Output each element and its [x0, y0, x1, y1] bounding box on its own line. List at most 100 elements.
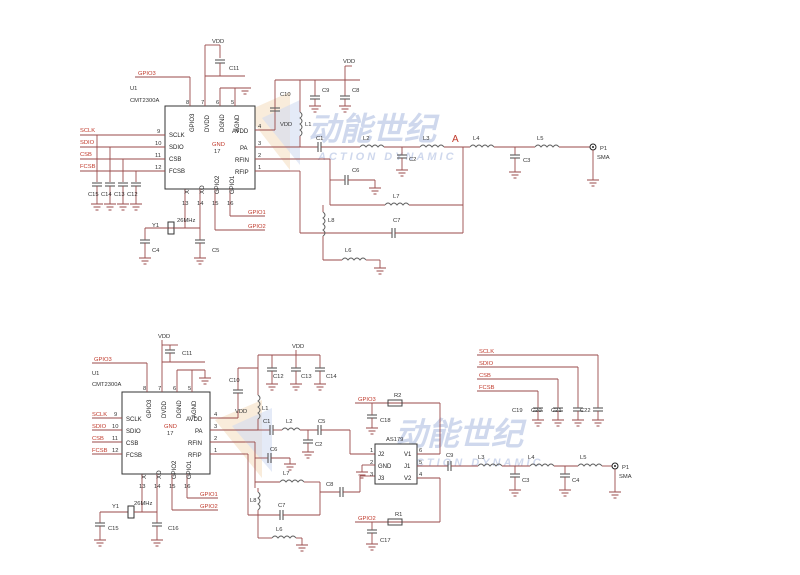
chip-ref: U1: [130, 86, 137, 92]
svg-text:13: 13: [139, 484, 145, 490]
svg-text:GPIO3: GPIO3: [147, 399, 153, 418]
svg-text:VDD: VDD: [235, 409, 247, 415]
svg-text:CSB: CSB: [169, 157, 181, 163]
avdd-network-top: C10 VDD L1 VDD C9 C8: [270, 59, 360, 147]
svg-text:C11: C11: [182, 351, 192, 357]
svg-text:GPIO2: GPIO2: [200, 504, 218, 510]
watermark-cn: 动能世纪: [308, 111, 440, 147]
svg-text:GND: GND: [164, 424, 177, 430]
svg-text:1: 1: [214, 448, 217, 454]
rx-network-top: C6 L7 C7 L8 L6: [290, 147, 464, 275]
svg-text:V2: V2: [404, 476, 412, 482]
spi-caps-top: C15 C14 C13 C12: [88, 135, 142, 211]
svg-text:SCLK: SCLK: [92, 412, 107, 418]
svg-text:C4: C4: [152, 248, 160, 254]
svg-text:C7: C7: [278, 503, 285, 509]
svg-text:7: 7: [201, 100, 204, 106]
pa-chain-top: C1 L2 L3 L4 L5 P1 SMA A C2: [300, 134, 610, 187]
svg-text:L6: L6: [345, 248, 351, 254]
svg-text:4: 4: [419, 472, 423, 478]
svg-text:9: 9: [114, 412, 117, 418]
svg-text:C1: C1: [263, 419, 270, 425]
svg-text:AVDD: AVDD: [232, 129, 249, 135]
svg-text:4: 4: [214, 412, 218, 418]
svg-text:XI: XI: [185, 188, 191, 194]
svg-text:SMA: SMA: [619, 474, 632, 480]
svg-text:4: 4: [258, 124, 262, 130]
svg-text:12: 12: [155, 165, 161, 171]
svg-text:L4: L4: [473, 136, 480, 142]
svg-text:C19: C19: [512, 408, 523, 414]
svg-text:L3: L3: [423, 136, 429, 142]
svg-text:L2: L2: [363, 136, 369, 142]
svg-text:GPIO2: GPIO2: [358, 516, 376, 522]
svg-text:Y1: Y1: [152, 223, 159, 229]
svg-text:C12: C12: [127, 192, 138, 198]
svg-text:C18: C18: [380, 418, 391, 424]
svg-text:3: 3: [370, 472, 373, 478]
net-sclk: SCLK: [80, 128, 95, 134]
net-sdio: SDIO: [80, 140, 95, 146]
svg-text:11: 11: [155, 153, 161, 159]
svg-text:C21: C21: [551, 408, 562, 414]
watermark-bottom: 动能世纪 ACTION DYNAMIC: [215, 400, 541, 478]
svg-text:SDIO: SDIO: [126, 429, 141, 435]
svg-text:C22: C22: [580, 408, 591, 414]
svg-text:7: 7: [158, 386, 161, 392]
svg-text:CSB: CSB: [126, 441, 138, 447]
svg-text:VDD: VDD: [292, 344, 304, 350]
svg-text:U1: U1: [92, 371, 99, 377]
svg-text:VDD: VDD: [343, 59, 355, 65]
svg-text:6: 6: [216, 100, 219, 106]
svg-text:C13: C13: [114, 192, 125, 198]
svg-text:L1: L1: [305, 122, 311, 128]
svg-text:Y1: Y1: [112, 504, 119, 510]
svg-text:L2: L2: [286, 419, 292, 425]
svg-text:PA: PA: [195, 429, 203, 435]
svg-text:C16: C16: [168, 526, 179, 532]
svg-text:12: 12: [112, 448, 118, 454]
crystal-bottom: 13 14 15 16 XI XO GPIO2 GPIO1 GPIO1 GPIO…: [94, 460, 218, 547]
svg-text:5: 5: [188, 386, 191, 392]
svg-text:CSB: CSB: [479, 373, 491, 379]
svg-text:C12: C12: [273, 374, 284, 380]
svg-text:C3: C3: [522, 478, 529, 484]
svg-text:L5: L5: [580, 455, 586, 461]
svg-text:GPIO2: GPIO2: [215, 175, 221, 194]
svg-text:C6: C6: [270, 447, 277, 453]
svg-text:C15: C15: [88, 192, 99, 198]
svg-text:RFIN: RFIN: [235, 158, 249, 164]
svg-text:15: 15: [212, 201, 218, 207]
svg-text:6: 6: [419, 448, 422, 454]
svg-text:C6: C6: [352, 168, 359, 174]
svg-text:L6: L6: [276, 527, 282, 533]
svg-text:6: 6: [173, 386, 176, 392]
svg-text:GPIO1: GPIO1: [187, 460, 193, 479]
svg-text:SMA: SMA: [597, 155, 610, 161]
svg-text:C9: C9: [322, 88, 329, 94]
svg-text:FCSB: FCSB: [126, 453, 142, 459]
svg-text:DVDD: DVDD: [205, 114, 211, 132]
svg-text:9: 9: [157, 129, 160, 135]
rx-network-bottom: C6 L7 C8 C7 L8 L6: [245, 441, 375, 552]
svg-text:GPIO1: GPIO1: [230, 175, 236, 194]
svg-text:AS179: AS179: [386, 437, 403, 443]
svg-text:2: 2: [370, 460, 373, 466]
crystal-top: 13 14 15 16 XI XO GPIO2 GPIO1 GPIO1 GPIO…: [139, 175, 266, 265]
svg-text:GPIO1: GPIO1: [248, 210, 266, 216]
left-pins-bottom: SCLK SDIO CSB FCSB 9 10 11 12 SCLK SDIO …: [92, 412, 142, 459]
svg-text:SCLK: SCLK: [169, 133, 185, 139]
svg-text:C11: C11: [229, 66, 239, 72]
svg-text:XI: XI: [142, 473, 148, 479]
svg-text:C7: C7: [393, 218, 400, 224]
pa-chain-bottom: C1 L2 C5 C2: [258, 419, 375, 459]
svg-text:GPIO2: GPIO2: [248, 224, 266, 230]
svg-text:17: 17: [214, 149, 220, 155]
svg-text:AGND: AGND: [192, 400, 198, 418]
svg-text:L8: L8: [250, 498, 256, 504]
svg-text:GPIO3: GPIO3: [358, 397, 376, 403]
svg-text:C4: C4: [572, 478, 580, 484]
svg-text:FCSB: FCSB: [479, 385, 495, 391]
svg-text:C8: C8: [326, 482, 333, 488]
